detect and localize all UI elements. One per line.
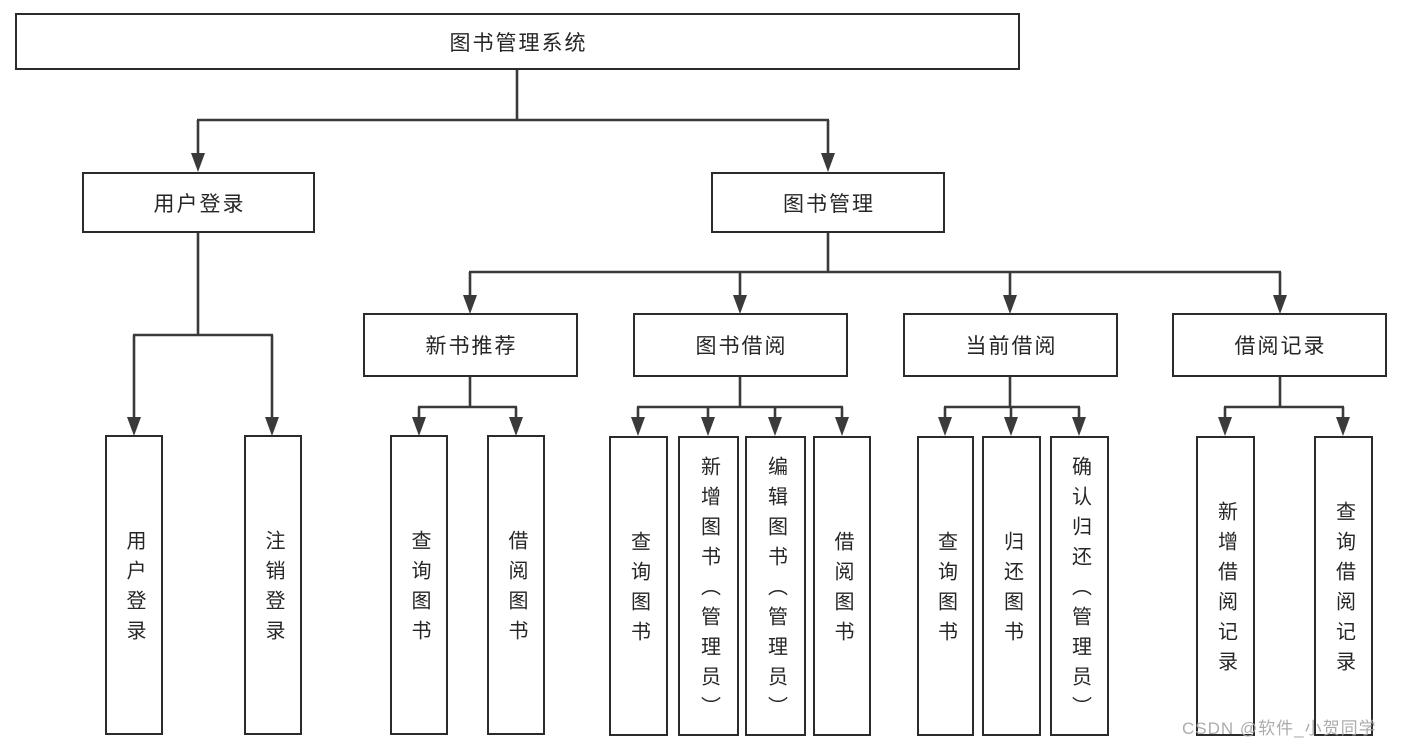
leaf-add-borrow-record-label: 新增借阅记录	[1214, 501, 1237, 681]
node-book-management: 图书管理	[711, 172, 945, 233]
leaf-borrow-books-1: 借阅图书	[487, 435, 545, 735]
leaf-add-books-admin: 新增图书（管理员）	[678, 436, 739, 736]
node-current-borrowing-label: 当前借阅	[965, 335, 1058, 358]
node-new-book-recommendation-label: 新书推荐	[425, 335, 518, 358]
node-root-library-system: 图书管理系统	[15, 13, 1020, 70]
leaf-borrow-books-2: 借阅图书	[813, 436, 871, 736]
leaf-query-books-3: 查询图书	[917, 436, 974, 736]
leaf-user-login: 用户登录	[105, 435, 163, 735]
leaf-confirm-return-admin: 确认归还（管理员）	[1050, 436, 1109, 736]
leaf-query-books-3-label: 查询图书	[934, 531, 957, 651]
leaf-query-borrow-record: 查询借阅记录	[1314, 436, 1373, 736]
leaf-user-login-label: 用户登录	[123, 530, 145, 650]
leaf-return-books-label: 归还图书	[1000, 531, 1023, 651]
leaf-borrow-books-1-label: 借阅图书	[505, 530, 527, 650]
leaf-edit-books-admin-label: 编辑图书（管理员）	[764, 456, 787, 726]
leaf-query-books-1: 查询图书	[390, 435, 448, 735]
node-user-login-label: 用户登录	[153, 192, 246, 216]
leaf-logout-label: 注销登录	[262, 530, 284, 650]
node-book-borrowing: 图书借阅	[633, 313, 848, 377]
leaf-query-borrow-record-label: 查询借阅记录	[1332, 501, 1355, 681]
node-current-borrowing: 当前借阅	[903, 313, 1118, 377]
leaf-query-books-1-label: 查询图书	[408, 530, 430, 650]
leaf-add-books-admin-label: 新增图书（管理员）	[697, 456, 720, 726]
leaf-add-borrow-record: 新增借阅记录	[1196, 436, 1255, 736]
leaf-return-books: 归还图书	[982, 436, 1041, 736]
node-new-book-recommendation: 新书推荐	[363, 313, 578, 377]
leaf-query-books-2-label: 查询图书	[627, 531, 650, 651]
leaf-edit-books-admin: 编辑图书（管理员）	[745, 436, 806, 736]
node-borrowing-records-label: 借阅记录	[1234, 335, 1327, 358]
leaf-borrow-books-2-label: 借阅图书	[831, 531, 853, 651]
node-book-management-label: 图书管理	[783, 192, 875, 216]
node-book-borrowing-label: 图书借阅	[695, 335, 788, 358]
node-borrowing-records: 借阅记录	[1172, 313, 1387, 377]
leaf-query-books-2: 查询图书	[609, 436, 668, 736]
leaf-logout: 注销登录	[244, 435, 302, 735]
node-user-login: 用户登录	[82, 172, 315, 233]
csdn-watermark: CSDN @软件_小贺同学	[1182, 719, 1377, 738]
leaf-confirm-return-admin-label: 确认归还（管理员）	[1068, 456, 1091, 726]
node-root-label: 图书管理系统	[449, 31, 588, 55]
